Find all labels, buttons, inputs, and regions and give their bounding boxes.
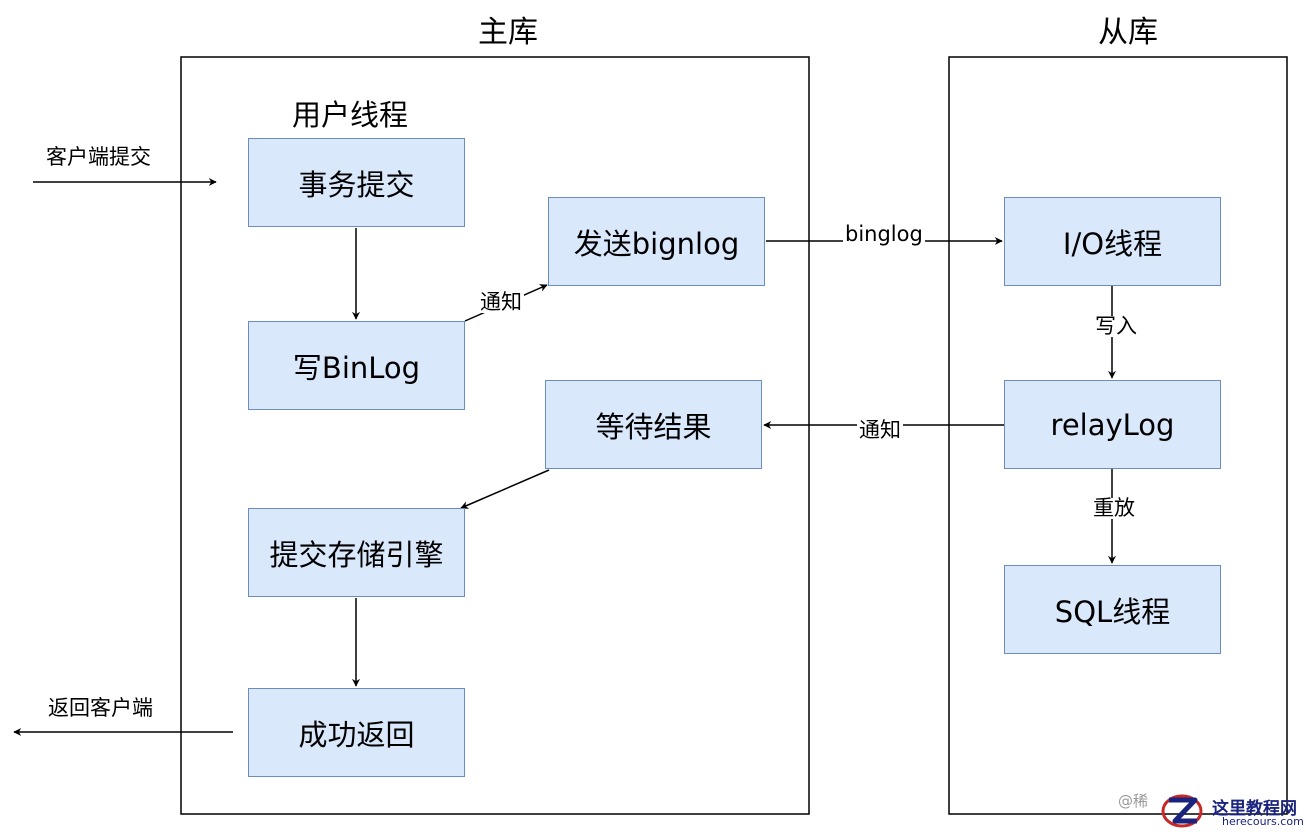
slave-container — [948, 56, 1288, 815]
brand-url: herecours.com — [1222, 815, 1304, 828]
label-write-in: 写入 — [1093, 314, 1139, 338]
node-sql-thread: SQL线程 — [1004, 565, 1221, 654]
edge-wait-to-engine — [460, 469, 550, 509]
master-title: 主库 — [478, 15, 538, 50]
slave-title: 从库 — [1098, 15, 1158, 50]
user-thread-label: 用户线程 — [292, 98, 409, 132]
node-return-success: 成功返回 — [248, 688, 465, 777]
node-send-binlog: 发送bignlog — [548, 197, 765, 286]
node-relay-log: relayLog — [1004, 380, 1221, 469]
node-commit-engine: 提交存储引擎 — [248, 508, 465, 597]
node-write-binlog: 写BinLog — [248, 321, 465, 410]
label-return-client: 返回客户端 — [46, 696, 155, 720]
master-container — [180, 56, 810, 815]
node-io-thread: I/O线程 — [1004, 197, 1221, 286]
node-wait-result: 等待结果 — [545, 380, 762, 469]
label-notify-back: 通知 — [857, 418, 903, 442]
label-client-commit: 客户端提交 — [44, 145, 153, 169]
brand-logo-icon — [1161, 794, 1203, 828]
label-binlog: binglog — [843, 222, 925, 246]
label-notify-send: 通知 — [478, 290, 524, 314]
label-replay: 重放 — [1091, 496, 1137, 520]
node-commit-tx: 事务提交 — [248, 138, 465, 227]
watermark-text: @稀 — [1118, 792, 1149, 810]
brand-name: 这里教程网 — [1212, 799, 1297, 819]
